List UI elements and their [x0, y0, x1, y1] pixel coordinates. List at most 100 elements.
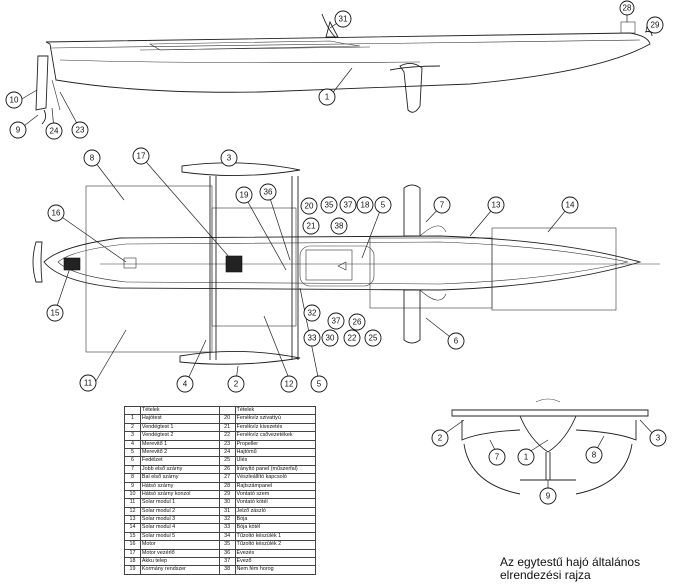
callout-2-front: 2	[431, 429, 449, 447]
part-name-left: Solar modul 1	[139, 498, 220, 508]
part-number-left: 10	[124, 489, 141, 500]
svg-text:33: 33	[308, 334, 317, 343]
callout-8-front: 8	[585, 446, 603, 464]
part-name-right: Bója	[234, 515, 317, 525]
part-name-right: Evező	[234, 557, 317, 567]
part-number-left: 11	[124, 498, 141, 508]
svg-text:38: 38	[335, 222, 344, 231]
callout-32: 32	[303, 304, 321, 322]
part-number-right: 33	[218, 523, 236, 533]
part-number-right: 35	[218, 540, 236, 550]
part-number-left: 19	[124, 565, 141, 575]
part-number-right: 38	[218, 565, 236, 575]
callout-3-front: 3	[649, 429, 667, 447]
svg-text:32: 32	[308, 309, 317, 318]
part-number-right: 26	[218, 464, 236, 475]
callout-34: 35	[320, 196, 338, 214]
callout-29: 29	[646, 16, 664, 34]
part-number-right: 30	[218, 498, 236, 508]
side-front-foil	[389, 63, 441, 113]
svg-text:22: 22	[348, 334, 357, 343]
part-number-right: 36	[218, 548, 236, 559]
part-number-right: 23	[218, 439, 236, 449]
cockpit	[299, 245, 375, 287]
part-name-right: Irányító panel (műszerfal)	[234, 464, 317, 475]
callout-30: 30	[321, 329, 339, 347]
part-number-right: 28	[218, 481, 236, 491]
side-mast-flag	[321, 13, 339, 39]
side-hull-outline	[45, 32, 651, 93]
part-name-right: Propeller	[234, 439, 317, 449]
part-name-left: Solar modul 4	[139, 523, 220, 533]
svg-text:1: 1	[524, 453, 529, 462]
svg-text:9: 9	[16, 126, 21, 135]
callout-27: 26	[348, 313, 366, 331]
callout-6: 5	[374, 196, 392, 214]
part-number-left: 17	[124, 548, 141, 559]
callout-11: 8	[83, 149, 101, 167]
svg-text:15: 15	[51, 309, 60, 318]
front-deck-panel	[451, 409, 649, 417]
svg-text:30: 30	[326, 334, 335, 343]
callout-37: 37	[327, 312, 345, 330]
part-number-right: 20	[218, 414, 236, 424]
header-num-left	[124, 405, 141, 416]
solar-modules	[85, 185, 617, 353]
side-rear-strut	[35, 55, 61, 125]
part-number-left: 7	[124, 464, 141, 475]
side-number-panel	[620, 21, 636, 34]
part-number-right: 27	[218, 473, 236, 483]
part-name-left: Hátsó szárny konzol	[139, 489, 220, 500]
part-number-left: 12	[124, 506, 141, 517]
callout-26: 25	[364, 329, 382, 347]
part-number-right: 37	[218, 557, 236, 567]
svg-text:23: 23	[76, 126, 85, 135]
svg-text:7: 7	[495, 453, 500, 462]
caption-line-1: Az egytestű hajó általános	[500, 555, 641, 569]
part-number-left: 9	[124, 481, 141, 491]
callout-31: 31	[334, 10, 352, 28]
caption-line-2: elrendezési rajza	[500, 568, 591, 582]
part-number-right: 24	[218, 447, 236, 458]
svg-text:7: 7	[440, 201, 445, 210]
drawing-caption: Az egytestű hajó általános elrendezési r…	[500, 556, 678, 582]
front-foils-top	[403, 184, 447, 344]
part-name-left: Motor	[139, 540, 220, 550]
svg-text:36: 36	[264, 188, 273, 197]
callout-9-front: 9	[539, 487, 557, 505]
part-name-left: Fedélzet	[139, 456, 220, 466]
callout-35: 36	[259, 183, 277, 201]
motor-unit	[63, 257, 137, 271]
svg-text:13: 13	[492, 201, 501, 210]
svg-text:2: 2	[438, 434, 443, 443]
svg-text:16: 16	[52, 209, 61, 218]
front-hull-section	[519, 398, 577, 453]
top-view	[32, 162, 660, 365]
part-name-right: Evezés	[234, 548, 317, 559]
callout-24: 24	[45, 122, 63, 140]
callout-7-top: 6	[447, 332, 465, 350]
part-number-left: 13	[124, 515, 141, 525]
outrigger-bottom	[179, 351, 301, 365]
svg-text:5: 5	[381, 201, 386, 210]
outrigger-top	[181, 162, 301, 177]
svg-text:35: 35	[325, 201, 334, 210]
svg-text:5: 5	[317, 380, 322, 389]
crossbeams	[209, 176, 299, 360]
svg-text:18: 18	[361, 201, 370, 210]
svg-text:14: 14	[566, 201, 575, 210]
battery-pack	[225, 255, 243, 273]
